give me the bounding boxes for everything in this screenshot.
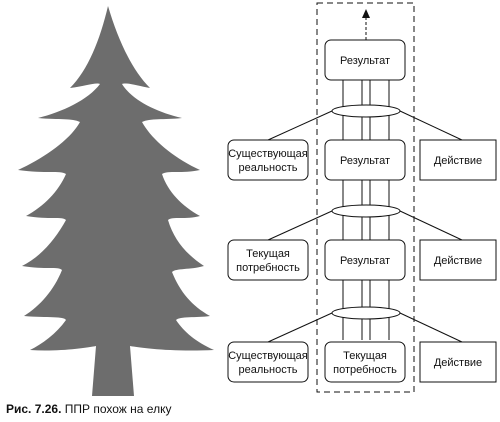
row-2-left-line-1: Текущая [246,248,290,260]
row-1-center-box [324,139,406,181]
top-result-node: Результат [324,39,406,81]
row-2-center-box [324,239,406,281]
top-result-label: Результат [340,55,390,67]
junction-ellipse-1 [331,104,401,118]
row-2-center-label: Результат [340,255,390,267]
row-3-center-box [324,341,406,383]
row-3-right-box [419,341,497,383]
figure-number: Рис. 7.26. [6,402,62,416]
up-arrow-head [362,9,370,18]
row-1-left-box [227,139,309,181]
row-2: Текущая потребность Результат Действие [227,239,497,281]
row-2-right-box [419,239,497,281]
row-1-right-label: Действие [434,155,482,167]
row-1: Существующая реальность Результат Действ… [227,139,497,181]
row-1-right-box [419,139,497,181]
row-3-left-line-1: Существующая [228,350,308,362]
row-2-left-line-2: потребность [236,262,300,274]
figure-caption: Рис. 7.26. ППР похож на елку [6,402,171,416]
fir-tree-silhouette [18,6,214,396]
dashed-frame [316,2,415,393]
row-3-center-line-2: потребность [333,364,397,376]
row-3-left-box [227,341,309,383]
row-2-left-box [227,239,309,281]
junction-ellipse-3 [331,306,401,320]
branch-lines [267,110,463,343]
row-1-left-line-1: Существующая [228,148,308,160]
row-3-right-label: Действие [434,357,482,369]
figure-title: ППР похож на елку [64,402,172,416]
row-1-left-line-2: реальность [239,162,298,174]
junction-ellipse-2 [331,204,401,218]
row-1-center-label: Результат [340,155,390,167]
row-3: Существующая реальность Текущая потребно… [227,341,497,383]
row-3-left-line-2: реальность [239,364,298,376]
row-2-right-label: Действие [434,255,482,267]
row-3-center-line-1: Текущая [343,350,387,362]
